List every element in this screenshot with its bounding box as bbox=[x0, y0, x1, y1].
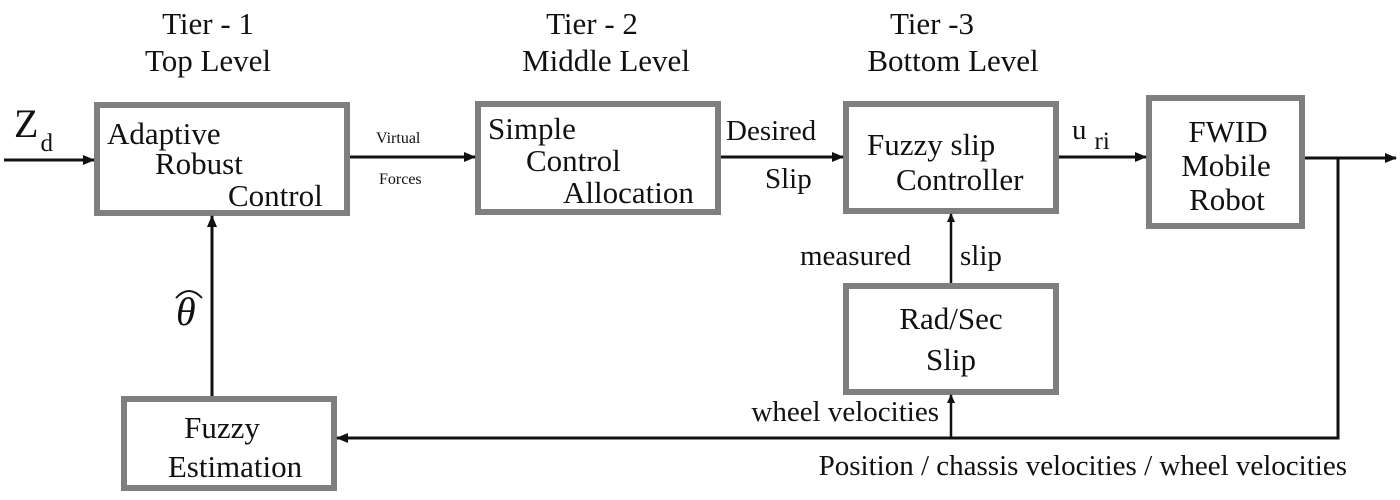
feedback-path bbox=[336, 158, 1340, 443]
estimation-label: Estimation bbox=[167, 449, 303, 484]
fuzzy-slip-label: Fuzzy slip bbox=[867, 127, 996, 162]
simple-control-allocation-box bbox=[475, 101, 721, 215]
fuzzy-slip-controller-box bbox=[843, 101, 1059, 214]
input-z-label: Zd bbox=[14, 101, 53, 157]
desired-label: Desired bbox=[726, 115, 817, 147]
rad-sec-slip-box bbox=[843, 283, 1059, 395]
theta-hat-label: θ bbox=[175, 289, 203, 334]
hat-accent-icon bbox=[175, 290, 203, 299]
robust-label: Robust bbox=[155, 146, 243, 181]
tier-1-level: Top Level bbox=[144, 43, 272, 78]
robot-label: Robot bbox=[1189, 182, 1265, 217]
fwid-mobile-robot-box bbox=[1146, 95, 1305, 229]
control-u-sub: ri bbox=[1094, 128, 1110, 155]
wheel-velocities-label: wheel velocities bbox=[751, 396, 939, 428]
input-z-main: Z bbox=[14, 101, 39, 146]
fuzzy-estimation-box bbox=[121, 396, 337, 491]
input-z-sub: d bbox=[40, 130, 53, 157]
allocation-label: Allocation bbox=[563, 175, 694, 210]
adaptive-label: Adaptive bbox=[107, 116, 221, 151]
feedback-label: Position / chassis velocities / wheel ve… bbox=[818, 450, 1347, 482]
rad-sec-label: Rad/Sec bbox=[899, 301, 1003, 336]
simple-label: Simple bbox=[488, 111, 576, 146]
fuzzy-label: Fuzzy bbox=[184, 410, 260, 445]
measured-slip-label: slip bbox=[960, 240, 1002, 272]
slip-label: Slip bbox=[926, 342, 976, 377]
control-u-main: u bbox=[1072, 114, 1087, 146]
tier-2-level: Middle Level bbox=[522, 43, 690, 78]
tier-2-title: Tier - 2 bbox=[546, 6, 638, 41]
mobile-label: Mobile bbox=[1181, 148, 1271, 183]
measured-label: measured bbox=[800, 240, 912, 272]
fwid-label: FWID bbox=[1188, 114, 1268, 149]
forces-label: Forces bbox=[379, 171, 422, 188]
theta-symbol: θ bbox=[176, 289, 196, 334]
tier-1-title: Tier - 1 bbox=[162, 6, 254, 41]
adaptive-robust-control-box bbox=[94, 102, 350, 216]
tier-3-level: Bottom Level bbox=[867, 43, 1039, 78]
tier-3-title: Tier -3 bbox=[889, 6, 975, 41]
virtual-label: Virtual bbox=[376, 130, 421, 147]
control-label-2: Control bbox=[526, 143, 621, 178]
slip-signal-label: Slip bbox=[765, 163, 812, 195]
control-label: Control bbox=[228, 178, 323, 213]
controller-label: Controller bbox=[896, 162, 1024, 197]
